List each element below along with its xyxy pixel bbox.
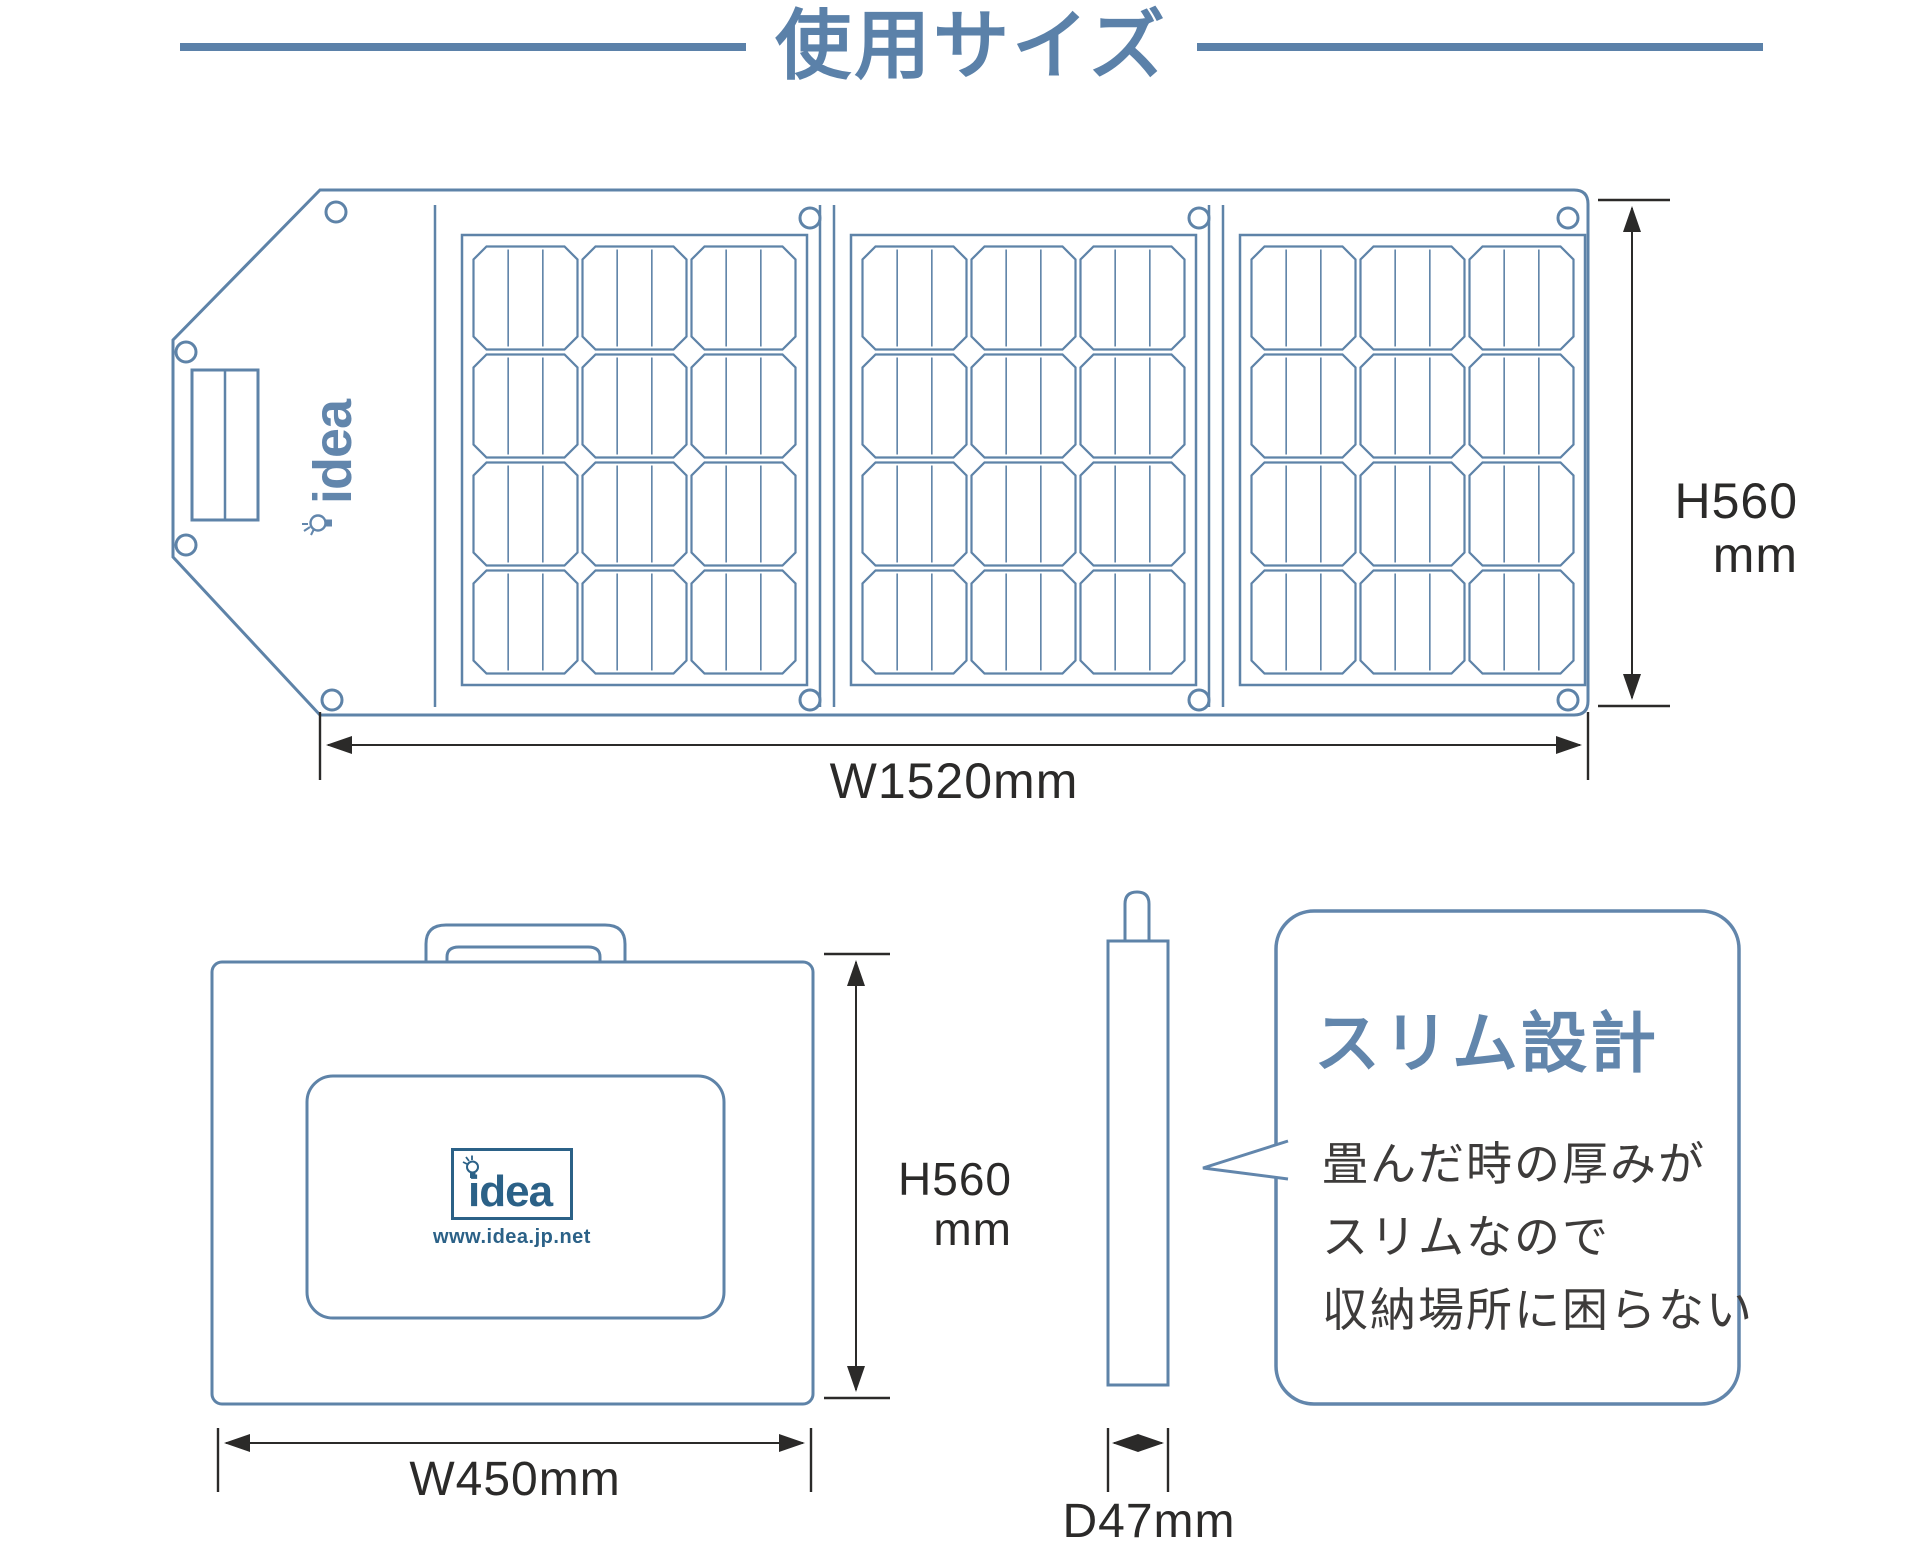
callout-line: 収納場所に困らない xyxy=(1322,1284,1754,1336)
callout-body: 畳んだ時の厚みが スリムなので 収納場所に困らない xyxy=(1322,1128,1754,1347)
folded-case-view xyxy=(210,923,815,1406)
height-unit: mm xyxy=(1712,527,1798,583)
brand-logo-flap: idea xyxy=(301,367,365,537)
height-unit: mm xyxy=(933,1203,1012,1255)
case-front-inset-panel xyxy=(305,1074,726,1320)
side-view-outline xyxy=(1106,939,1170,1387)
grommet-eyelets xyxy=(174,200,1580,712)
brand-logo-text: idea xyxy=(303,399,363,505)
callout-line: スリムなので xyxy=(1322,1211,1610,1263)
folded-height-label: H560 mm xyxy=(872,1154,1012,1254)
brand-url: www.idea.jp.net xyxy=(433,1226,591,1248)
title-rule-right xyxy=(1196,43,1763,51)
folded-side-view xyxy=(1106,890,1170,1492)
unfolded-dimensions xyxy=(318,198,1670,780)
section-header: 使用サイズ xyxy=(180,2,1763,92)
brand-logo-text: idea xyxy=(468,1167,553,1216)
unfolded-body-outline xyxy=(171,188,1590,717)
callout-bubble xyxy=(1202,909,1741,1406)
callout-line: 畳んだ時の厚みが xyxy=(1322,1138,1706,1190)
carry-handle-grip xyxy=(445,945,602,962)
height-value: H560 xyxy=(898,1153,1012,1205)
side-view-handle-tab xyxy=(1123,890,1151,941)
solar-cell-grid xyxy=(472,245,1575,675)
lightbulb-icon xyxy=(462,1155,479,1178)
page-title: 使用サイズ xyxy=(775,4,1168,89)
title-rule-left xyxy=(180,43,746,51)
solar-panel-frame-3 xyxy=(1238,233,1587,687)
folded-dimensions xyxy=(216,952,890,1492)
depth-label: D47mm xyxy=(1062,1495,1236,1548)
solar-panel-frame-2 xyxy=(849,233,1198,687)
case-outline xyxy=(210,960,815,1406)
unfolded-height-label: H560 mm xyxy=(1648,474,1798,582)
solar-panel-frame-1 xyxy=(460,233,809,687)
carry-handle xyxy=(424,923,627,962)
lightbulb-icon xyxy=(302,514,332,536)
unfolded-panel-view xyxy=(171,188,1590,717)
height-value: H560 xyxy=(1674,473,1798,529)
callout-title: スリム設計 xyxy=(1314,1006,1659,1080)
folded-width-label: W450mm xyxy=(409,1453,621,1506)
unfolded-width-label: W1520mm xyxy=(829,753,1079,809)
callout-tail xyxy=(1202,1139,1289,1181)
brand-logo-case: idea xyxy=(451,1148,573,1220)
